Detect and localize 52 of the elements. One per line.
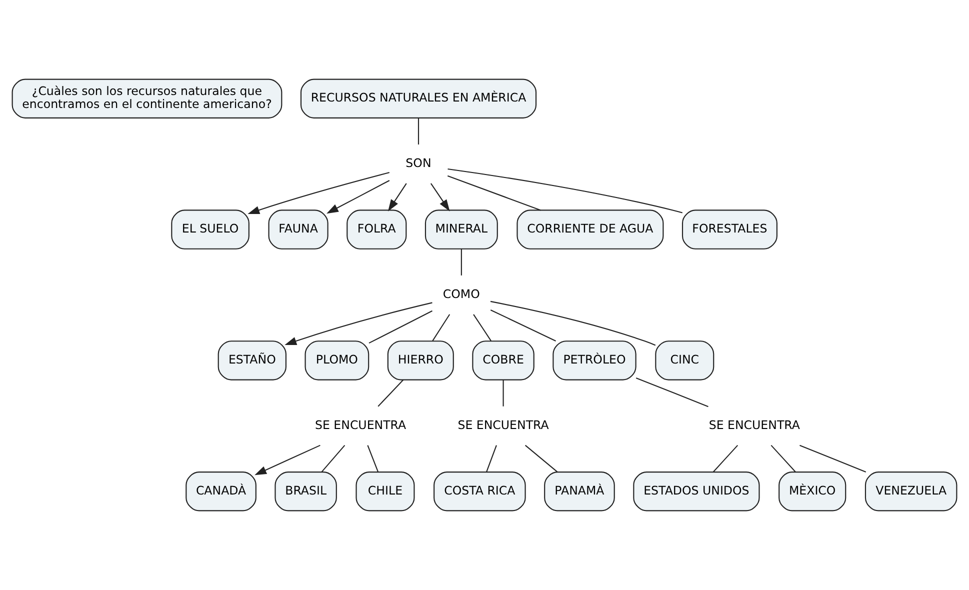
node-box: PANAMÀ bbox=[544, 472, 615, 512]
node-box: MÈXICO bbox=[778, 472, 846, 512]
connector bbox=[448, 168, 683, 214]
node-box: CANADÀ bbox=[186, 472, 256, 512]
node-text: SE ENCUENTRA bbox=[708, 418, 800, 432]
arrow bbox=[388, 183, 407, 212]
arrow bbox=[326, 180, 390, 214]
node-text: SE ENCUENTRA bbox=[458, 418, 549, 432]
connector bbox=[321, 444, 346, 472]
node-box: MINERAL bbox=[424, 210, 498, 250]
node-box: CHILE bbox=[356, 472, 415, 512]
node-box: COBRE bbox=[472, 340, 534, 380]
connector bbox=[712, 444, 738, 472]
node-box: RECURSOS NATURALES EN AMÈRICA bbox=[300, 78, 537, 118]
node-text: COMO bbox=[442, 287, 480, 302]
node-box: COSTA RICA bbox=[434, 472, 526, 512]
node-box: PLOMO bbox=[304, 340, 370, 380]
node-text: SE ENCUENTRA bbox=[314, 418, 406, 432]
node-box: FORESTALES bbox=[682, 210, 778, 250]
arrow bbox=[248, 172, 390, 214]
connector bbox=[473, 314, 492, 342]
node-box: FOLRA bbox=[346, 210, 407, 250]
node-box: CINC bbox=[655, 340, 714, 380]
node-box: FAUNA bbox=[268, 210, 328, 250]
connector bbox=[378, 379, 404, 407]
connector bbox=[486, 445, 497, 472]
connector bbox=[367, 445, 379, 472]
connector bbox=[770, 444, 796, 472]
connector bbox=[447, 175, 541, 211]
node-box: EL SUELO bbox=[171, 210, 250, 250]
arrow bbox=[284, 302, 432, 346]
connector bbox=[636, 378, 708, 408]
node-box: ESTADOS UNIDOS bbox=[633, 472, 760, 512]
node-box: CORRIENTE DE AGUA bbox=[516, 210, 664, 250]
connector bbox=[368, 310, 432, 344]
connector bbox=[490, 300, 656, 346]
connector bbox=[524, 444, 558, 472]
node-box: PETRÒLEO bbox=[552, 340, 636, 380]
connector bbox=[418, 118, 420, 144]
connector bbox=[800, 444, 866, 473]
node-box: ¿Cuàles son los recursos naturales que encontramos en el continente americano? bbox=[12, 78, 282, 118]
connector bbox=[502, 380, 504, 406]
node-box: BRASIL bbox=[274, 472, 337, 512]
node-box: VENEZUELA bbox=[864, 472, 958, 512]
connector bbox=[432, 314, 450, 342]
node-box: HIERRO bbox=[387, 340, 454, 380]
arrow bbox=[254, 444, 320, 476]
arrow bbox=[430, 183, 450, 212]
node-box: ESTAÑO bbox=[218, 340, 286, 380]
connector bbox=[490, 309, 556, 342]
connector bbox=[460, 248, 462, 276]
node-text: SON bbox=[406, 156, 432, 170]
